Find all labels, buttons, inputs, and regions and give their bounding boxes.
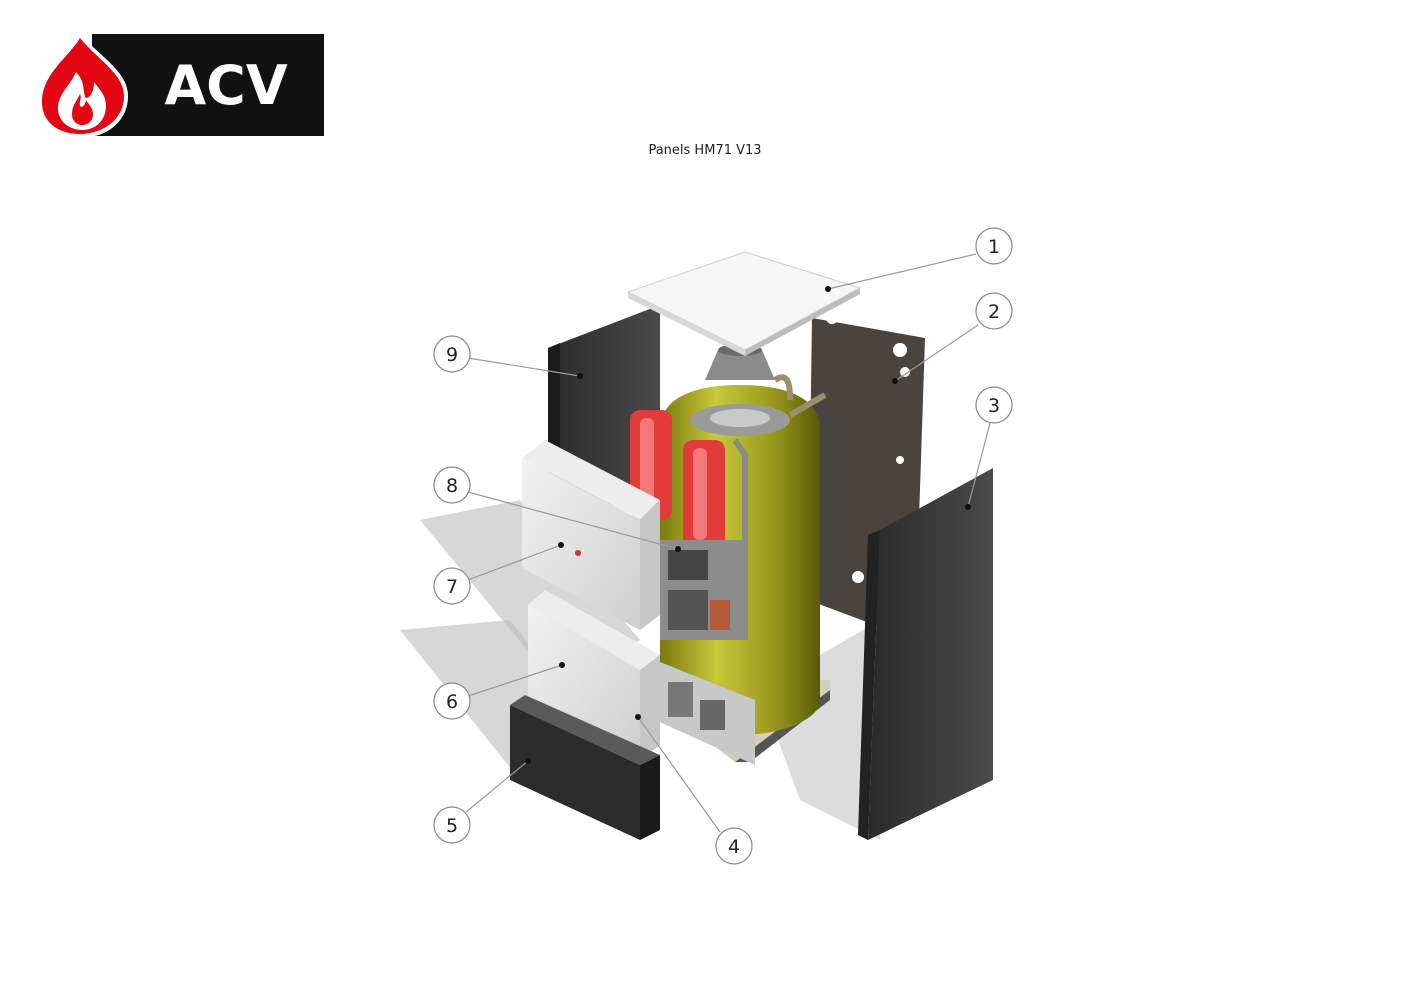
expansion-vessels: [630, 410, 725, 548]
flame-icon: [38, 34, 128, 138]
callout-number: 2: [988, 301, 1000, 323]
callout-number: 6: [446, 691, 458, 713]
logo-text: ACV: [164, 54, 287, 117]
callout-number: 4: [728, 836, 740, 858]
leader-lines: [465, 253, 991, 833]
callout-number: 7: [446, 576, 458, 598]
callout-number: 3: [988, 395, 1000, 417]
callout-3: 3: [975, 386, 1013, 424]
panel-3-right: [858, 468, 993, 840]
callout-2: 2: [975, 292, 1013, 330]
callout-9: 9: [433, 335, 471, 373]
callout-1: 1: [975, 227, 1013, 265]
logo-black-band: [92, 34, 324, 136]
panel-5-bottom: [510, 695, 660, 840]
callout-number: 9: [446, 344, 458, 366]
control-components: [660, 540, 745, 640]
panel-4-control: [655, 660, 755, 765]
callout-number: 8: [446, 475, 458, 497]
callout-4: 4: [715, 827, 753, 865]
acv-logo: ACV: [38, 34, 324, 138]
callout-number: 5: [446, 815, 458, 837]
callout-number: 1: [988, 236, 1000, 258]
callout-6: 6: [433, 682, 471, 720]
panel-7-front-upper: [522, 440, 660, 630]
page-title: Panels HM71 V13: [648, 143, 762, 158]
callout-8: 8: [433, 466, 471, 504]
top-cover-1: [626, 251, 862, 356]
callout-5: 5: [433, 806, 471, 844]
callout-7: 7: [433, 567, 471, 605]
leader-dots: [525, 286, 971, 764]
